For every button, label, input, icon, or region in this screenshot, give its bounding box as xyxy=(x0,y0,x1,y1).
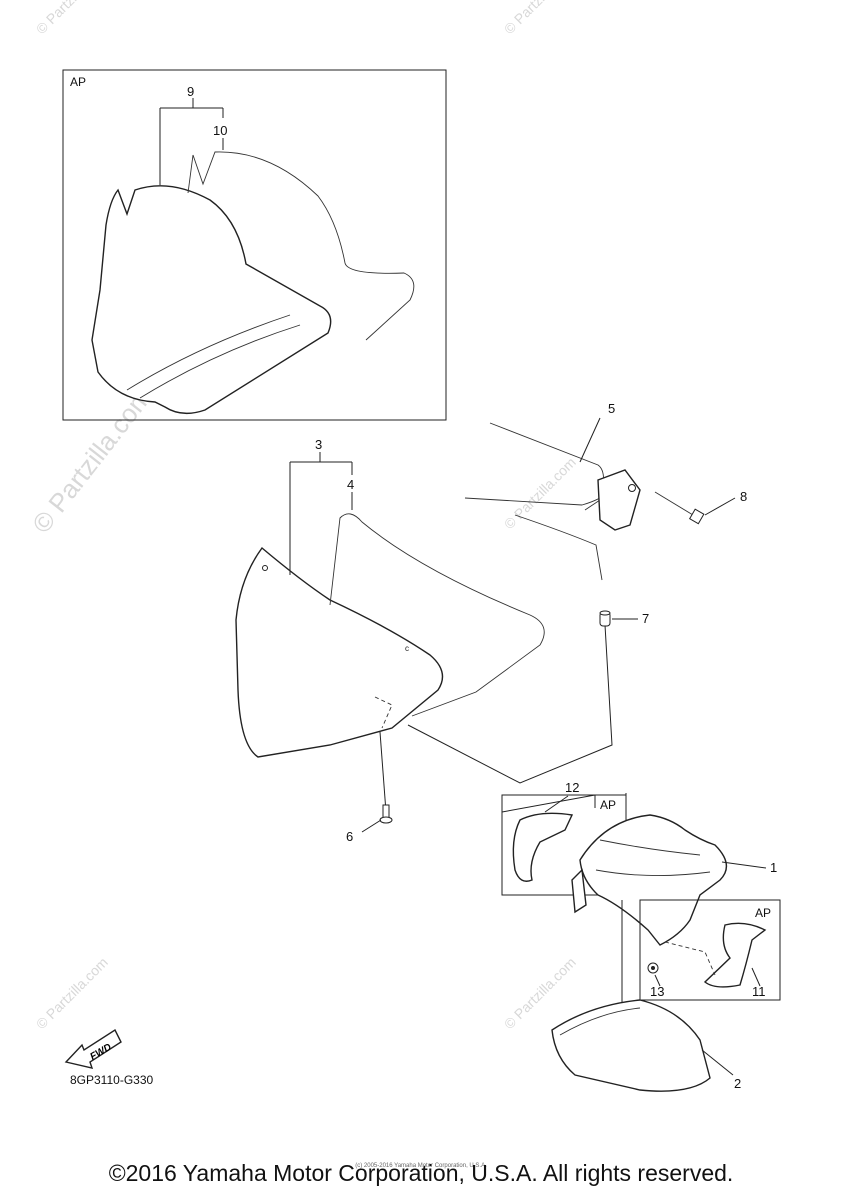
copyright-notice: ©2016 Yamaha Motor Corporation, U.S.A. A… xyxy=(108,1160,734,1186)
windshield-3-marking: c xyxy=(405,644,409,653)
watermark-large: © Partzilla.com xyxy=(26,382,158,539)
small-copyright: (c) 2005-2016 Yamaha Motor Corporation, … xyxy=(355,1163,487,1169)
leader-9 xyxy=(159,107,224,185)
grommet-7 xyxy=(599,610,611,627)
leader-3 xyxy=(289,461,353,575)
seal-4 xyxy=(329,513,545,717)
assembly-line-main xyxy=(407,624,613,784)
leader-13 xyxy=(654,974,661,987)
windshield-3 xyxy=(235,546,444,758)
callout-11: 11 xyxy=(752,984,766,999)
callout-12: 12 xyxy=(565,780,579,795)
ap-label-windshield: AP xyxy=(70,75,86,89)
leader-5 xyxy=(579,417,601,463)
panel-12 xyxy=(512,812,574,882)
callout-5: 5 xyxy=(608,401,615,416)
panel-11 xyxy=(703,922,767,988)
panel-2 xyxy=(551,999,711,1092)
washer-13 xyxy=(647,962,659,974)
leader-8 xyxy=(704,497,736,516)
leader-11 xyxy=(751,967,761,987)
stay-5-bolt-hole xyxy=(628,484,636,492)
seal-10 xyxy=(187,151,415,341)
panel-2-inner xyxy=(559,1007,641,1036)
dash-11 xyxy=(664,941,716,976)
stay-5-bracket xyxy=(597,469,641,531)
watermark-top-left: © Partzilla.com xyxy=(33,0,111,37)
leader-1 xyxy=(721,861,767,869)
bolt-8 xyxy=(654,491,705,525)
callout-4: 4 xyxy=(347,477,354,492)
watermark-group: © Partzilla.com © Partzilla.com © Partzi… xyxy=(26,0,579,1032)
callout-2: 2 xyxy=(734,1076,741,1091)
cowling-1 xyxy=(579,814,728,946)
callout-6: 6 xyxy=(346,829,353,844)
callout-7: 7 xyxy=(642,611,649,626)
callout-8: 8 xyxy=(740,489,747,504)
leader-12 xyxy=(544,795,569,813)
callout-1: 1 xyxy=(770,860,777,875)
callout-3: 3 xyxy=(315,437,322,452)
leader-2 xyxy=(701,1049,734,1076)
watermark-mid: © Partzilla.com xyxy=(501,454,579,532)
ap-box-11-13 xyxy=(639,899,781,1001)
watermark-top-right: © Partzilla.com xyxy=(501,0,579,37)
windshield-3-hole xyxy=(262,565,268,571)
stay-5-arm xyxy=(514,514,603,581)
callout-9: 9 xyxy=(187,84,194,99)
leader-6 xyxy=(361,819,382,833)
callout-10: 10 xyxy=(213,123,227,138)
windshield-9 xyxy=(91,185,332,415)
windshield-9-curve xyxy=(126,314,291,391)
drawing-code: 8GP3110-G330 xyxy=(70,1073,154,1087)
bolt-6 xyxy=(379,804,393,824)
assembly-line-bolt-6 xyxy=(379,731,387,813)
watermark-lower-left: © Partzilla.com xyxy=(33,954,111,1032)
callout-13: 13 xyxy=(650,984,664,999)
windshield-9-curve-2 xyxy=(139,324,301,399)
cowling-1-edge xyxy=(595,839,711,877)
ap-label-12: AP xyxy=(600,798,616,812)
fwd-arrow-icon: FWD xyxy=(64,1028,122,1069)
ap-box-windshield xyxy=(62,69,447,421)
ap-label-11: AP xyxy=(755,906,771,920)
assembly-line-windshield xyxy=(374,696,393,729)
cowling-1-tab xyxy=(571,868,587,914)
